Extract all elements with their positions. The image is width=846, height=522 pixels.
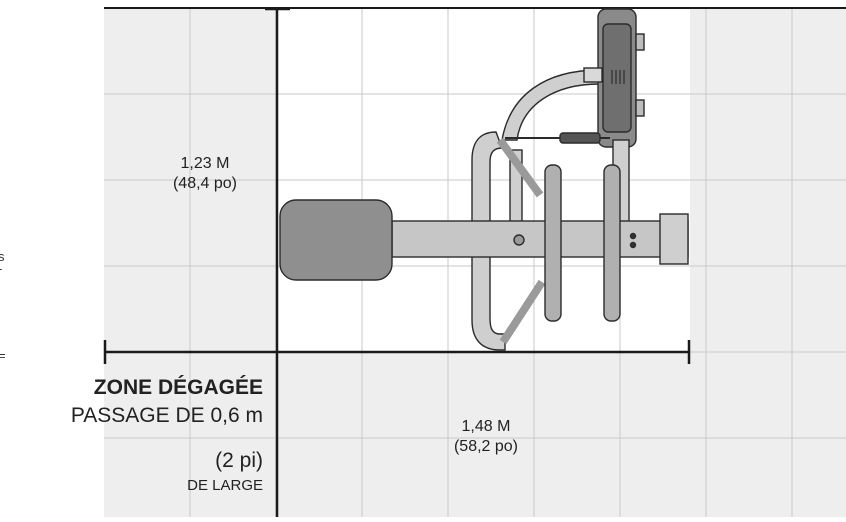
- head-unit-inner: [602, 23, 632, 133]
- length-metric: 1,48 M: [461, 418, 511, 435]
- main-rail: [391, 220, 689, 258]
- cable-handle: [559, 132, 601, 144]
- width-dimension-label: 1,23 M (48,4 po): [150, 154, 260, 194]
- diagonal-strut-lower: [499, 279, 546, 345]
- seat-pad: [279, 199, 393, 281]
- left-handle: [544, 164, 562, 322]
- clearance-passage-imperial: (2 pi): [215, 449, 263, 472]
- length-imperial: (58,2 po): [453, 438, 519, 455]
- length-dimension-label: 1,48 M (58,2 po): [427, 417, 545, 457]
- edge-text-fragment: -: [0, 262, 2, 276]
- edge-text-fragment: =: [0, 348, 6, 363]
- clearance-passage-suffix: DE LARGE: [187, 477, 263, 494]
- head-unit-connector: [583, 67, 603, 83]
- width-metric: 1,23 M: [180, 155, 230, 172]
- edge-text-fragment: s: [0, 249, 5, 264]
- right-handle: [603, 164, 621, 322]
- main-rail-end: [659, 213, 689, 265]
- diagonal-strut-upper: [496, 137, 544, 198]
- head-unit-bracket-bottom: [635, 99, 645, 117]
- clearance-zone-title: ZONE DÉGAGÉE: [93, 376, 263, 399]
- width-imperial: (48,4 po): [172, 175, 238, 192]
- dimension-lines: [103, 7, 691, 517]
- head-unit-bracket-top: [635, 33, 645, 51]
- pivot-bolt: [513, 234, 525, 246]
- clearance-passage-width: PASSAGE DE 0,6 m: [70, 404, 263, 427]
- equipment-top-view: [279, 8, 689, 351]
